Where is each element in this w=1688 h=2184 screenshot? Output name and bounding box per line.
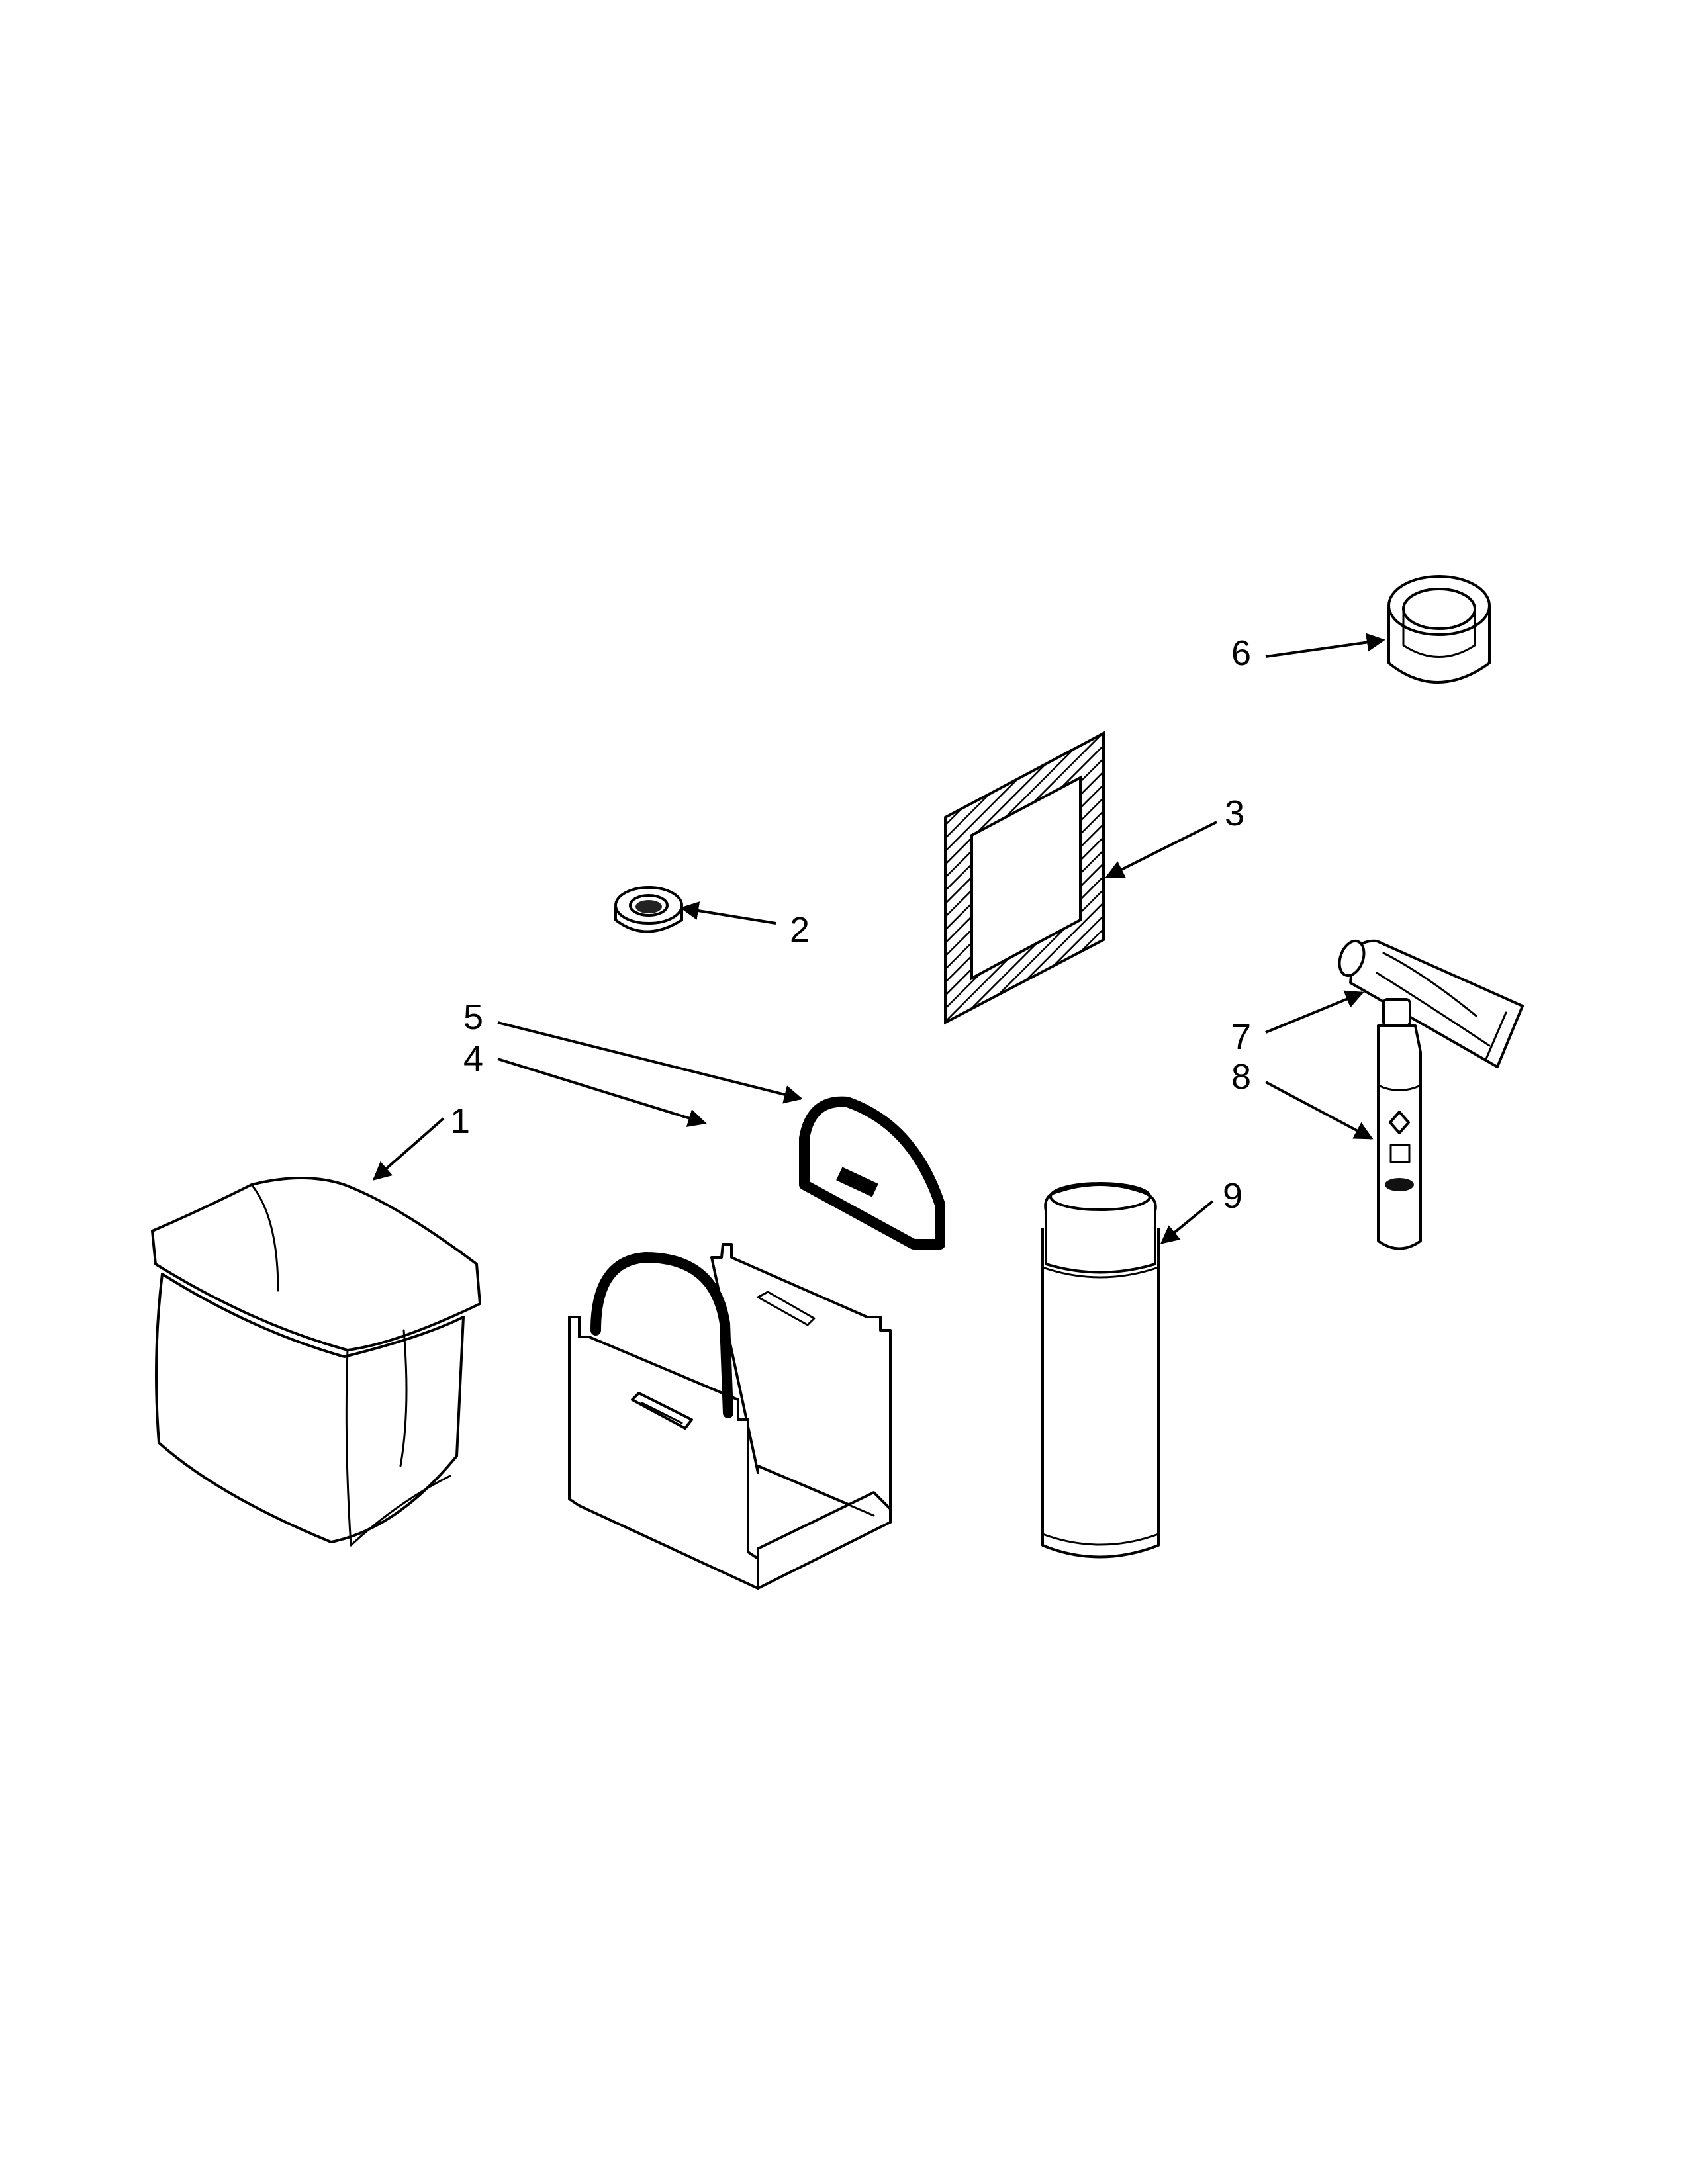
- callout-6: 6: [1231, 633, 1251, 673]
- part-8-bottle: [1377, 998, 1422, 1250]
- leader-7: [1265, 990, 1364, 1034]
- part-2-grommet: [614, 886, 683, 933]
- leader-4: [497, 1058, 707, 1127]
- leader-5: [497, 1021, 803, 1104]
- callout-3: 3: [1225, 794, 1244, 833]
- callout-8: 8: [1231, 1057, 1251, 1097]
- part-1-bag: [151, 1177, 481, 1547]
- leader-8: [1265, 1081, 1374, 1140]
- part-6-tape-roll: [1387, 575, 1491, 684]
- callout-4: 4: [463, 1039, 483, 1079]
- callout-2: 2: [790, 910, 810, 950]
- part-5-handle: [799, 1096, 945, 1250]
- leader-6: [1265, 633, 1385, 658]
- leader-1: [372, 1117, 445, 1181]
- leader-3: [1105, 821, 1217, 878]
- leader-2: [680, 901, 776, 925]
- leader-9: [1160, 1200, 1214, 1244]
- part-7-tube: [1338, 939, 1524, 1068]
- part-3-gasket: [944, 731, 1105, 1025]
- part-4-bracket: [568, 1243, 892, 1590]
- callout-7: 7: [1231, 1017, 1251, 1057]
- callout-9: 9: [1223, 1176, 1243, 1216]
- callout-1: 1: [450, 1101, 470, 1141]
- part-9-spray-can: [1041, 1182, 1160, 1559]
- callout-labels: 1 2 3 4 5 6 7 8 9: [450, 633, 1251, 1216]
- leader-lines: [372, 633, 1385, 1244]
- callout-5: 5: [463, 997, 483, 1037]
